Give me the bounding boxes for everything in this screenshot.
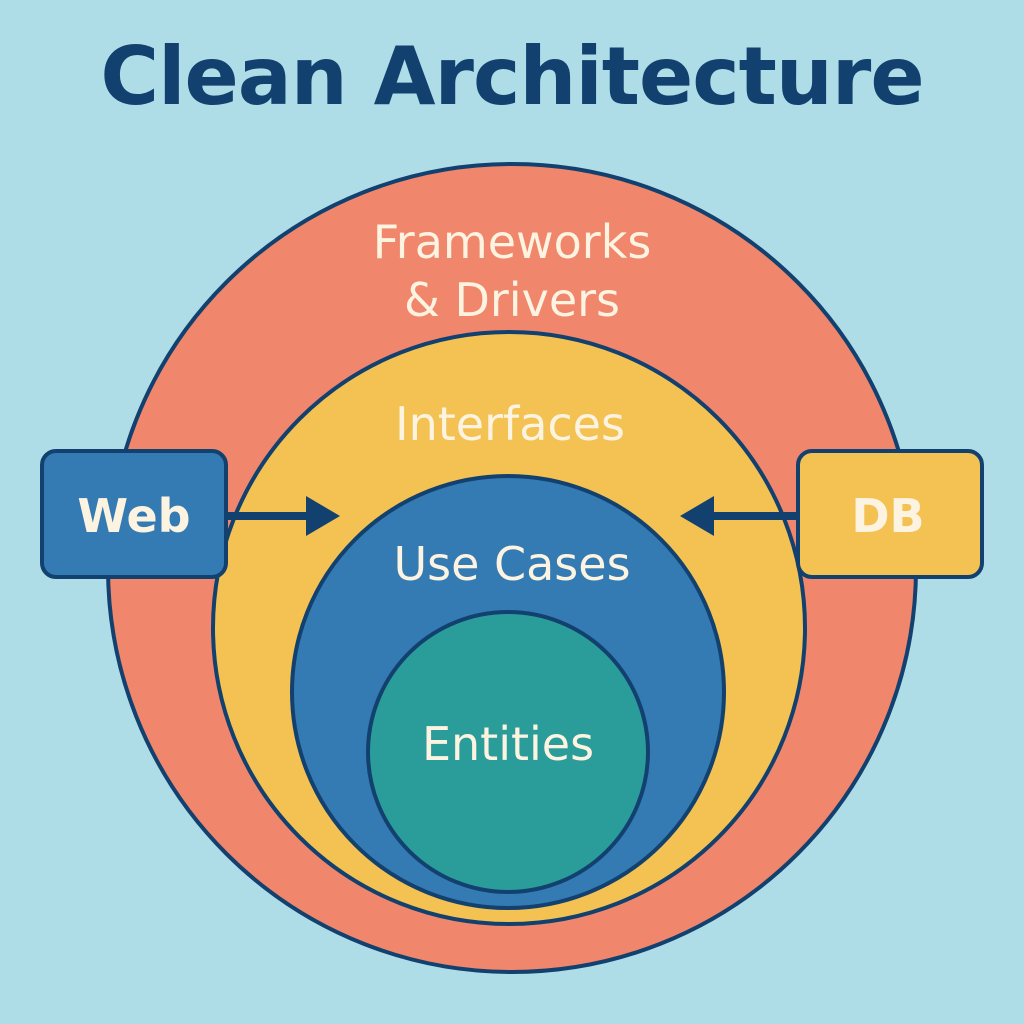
- entities-core: [366, 610, 650, 894]
- page-title: Clean Architecture: [100, 30, 924, 123]
- interfaces-label: Interfaces: [395, 397, 625, 451]
- db-label: DB: [851, 489, 924, 543]
- db-arrow-icon: [680, 496, 714, 536]
- use-cases-label: Use Cases: [393, 537, 630, 591]
- frameworks-label-line1: Frameworks: [373, 215, 652, 269]
- entities-label: Entities: [422, 717, 594, 771]
- frameworks-label-line2: & Drivers: [404, 273, 620, 327]
- web-arrow-icon: [306, 496, 340, 536]
- web-label: Web: [77, 489, 190, 543]
